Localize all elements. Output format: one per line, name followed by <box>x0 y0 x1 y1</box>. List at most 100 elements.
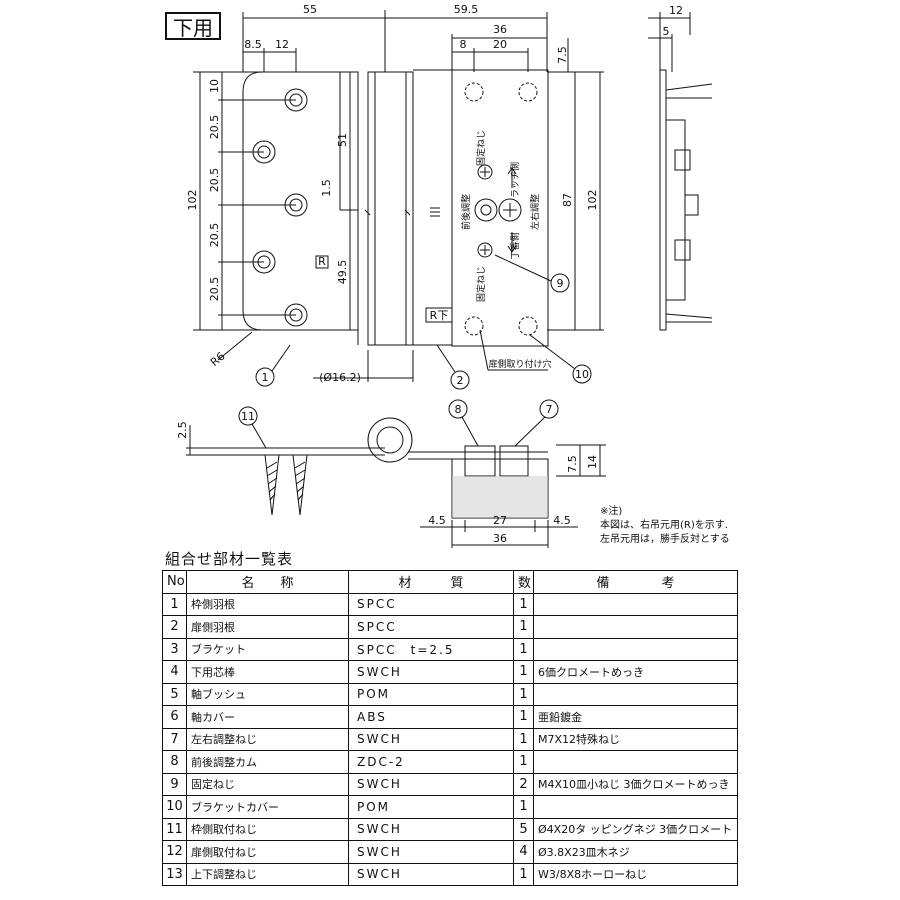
label-front-back: 前後調整 <box>460 194 472 230</box>
cell-remarks: M7X12特殊ねじ <box>533 727 738 751</box>
dim-49-5: 49.5 <box>336 260 349 285</box>
dim-20-5-b: 20.5 <box>208 168 221 193</box>
callout-1: 1 <box>262 371 269 384</box>
cell-qty: 4 <box>513 840 534 864</box>
dim-102-right: 102 <box>586 190 599 211</box>
cell-material: SWCH <box>348 862 514 886</box>
dim-dia-16-2: (Ø16.2) <box>319 371 361 384</box>
dim-20-5-c: 20.5 <box>208 223 221 248</box>
dim-7-5: 7.5 <box>556 46 569 64</box>
cell-material: POM <box>348 682 514 706</box>
cell-qty: 1 <box>513 682 534 706</box>
note-line-3: 左吊元用は，勝手反対とする <box>600 534 730 545</box>
dim-20: 20 <box>493 38 507 51</box>
cell-no: 5 <box>162 682 187 706</box>
cell-qty: 5 <box>513 817 534 841</box>
callout-11: 11 <box>241 410 255 423</box>
label-fixing-screw-top: 固定ねじ <box>475 130 487 166</box>
cell-qty: 1 <box>513 795 534 819</box>
dim-51: 51 <box>336 133 349 147</box>
cell-remarks <box>533 750 738 774</box>
cell-no: 11 <box>162 817 187 841</box>
cell-remarks <box>533 637 738 661</box>
cell-material: SPCC t=2.5 <box>348 637 514 661</box>
cell-no: 12 <box>162 840 187 864</box>
label-door-holes: 扉側取り付け穴 <box>488 358 551 370</box>
cell-material: SWCH <box>348 817 514 841</box>
cell-qty: 1 <box>513 592 534 616</box>
cell-no: 7 <box>162 727 187 751</box>
cell-remarks <box>533 615 738 639</box>
note-line-2: 本図は、右吊元用(R)を示す. <box>600 520 728 531</box>
dim-55: 55 <box>303 3 317 16</box>
dim-36-section: 36 <box>493 532 507 545</box>
dim-27: 27 <box>493 514 507 527</box>
dim-2-5: 2.5 <box>176 421 189 439</box>
cell-name: 上下調整ねじ <box>186 862 349 886</box>
header-no: No <box>162 570 187 594</box>
cell-material: SPCC <box>348 615 514 639</box>
table-header-row: No 名 称 材 質 数 備 考 <box>162 570 738 594</box>
dim-4-5-left: 4.5 <box>428 514 446 527</box>
cell-material: ABS <box>348 705 514 729</box>
cell-qty: 1 <box>513 705 534 729</box>
dim-20-5-d: 20.5 <box>208 277 221 302</box>
header-qty: 数 <box>513 570 534 594</box>
drawing-badge: 下用 <box>165 12 221 40</box>
cell-remarks: Ø3.8X23皿木ネジ <box>533 840 738 864</box>
cell-remarks: 6価クロメートめっき <box>533 660 738 684</box>
header-remarks: 備 考 <box>533 570 738 594</box>
callout-7: 7 <box>546 403 553 416</box>
cell-remarks: Ø4X20タ ッピングネジ 3価クロメート <box>533 817 738 841</box>
cell-name: ブラケット <box>186 637 349 661</box>
dim-14: 14 <box>586 455 599 469</box>
cell-remarks <box>533 795 738 819</box>
cell-name: 軸ブッシュ <box>186 682 349 706</box>
cell-qty: 1 <box>513 862 534 886</box>
callout-10: 10 <box>575 368 589 381</box>
header-material: 材 質 <box>348 570 514 594</box>
cell-no: 6 <box>162 705 187 729</box>
cell-qty: 1 <box>513 615 534 639</box>
cell-no: 8 <box>162 750 187 774</box>
cell-no: 3 <box>162 637 187 661</box>
cell-name: 固定ねじ <box>186 772 349 796</box>
cell-no: 13 <box>162 862 187 886</box>
cell-material: SWCH <box>348 660 514 684</box>
cell-no: 10 <box>162 795 187 819</box>
dim-r6: R6 <box>208 350 228 369</box>
dim-87: 87 <box>561 193 574 207</box>
cell-no: 1 <box>162 592 187 616</box>
dim-36: 36 <box>493 23 507 36</box>
callout-2: 2 <box>457 374 464 387</box>
dim-4-5-right: 4.5 <box>553 514 571 527</box>
cell-name: 下用芯棒 <box>186 660 349 684</box>
dim-side-12: 12 <box>669 4 683 17</box>
dim-59-5: 59.5 <box>454 3 479 16</box>
cell-remarks: M4X10皿小ねじ 3価クロメートめっき <box>533 772 738 796</box>
cell-remarks <box>533 592 738 616</box>
label-left-right: 左右調整 <box>529 194 541 230</box>
header-name: 名 称 <box>186 570 349 594</box>
dim-12: 12 <box>275 38 289 51</box>
cell-remarks <box>533 682 738 706</box>
note-line-1: ※注) <box>600 506 623 517</box>
label-hinge-side: 丁番側 <box>509 232 521 259</box>
cell-qty: 1 <box>513 660 534 684</box>
callout-9: 9 <box>557 277 564 290</box>
cell-qty: 1 <box>513 750 534 774</box>
cell-material: SWCH <box>348 840 514 864</box>
dim-20-5-a: 20.5 <box>208 115 221 140</box>
cell-material: SPCC <box>348 592 514 616</box>
